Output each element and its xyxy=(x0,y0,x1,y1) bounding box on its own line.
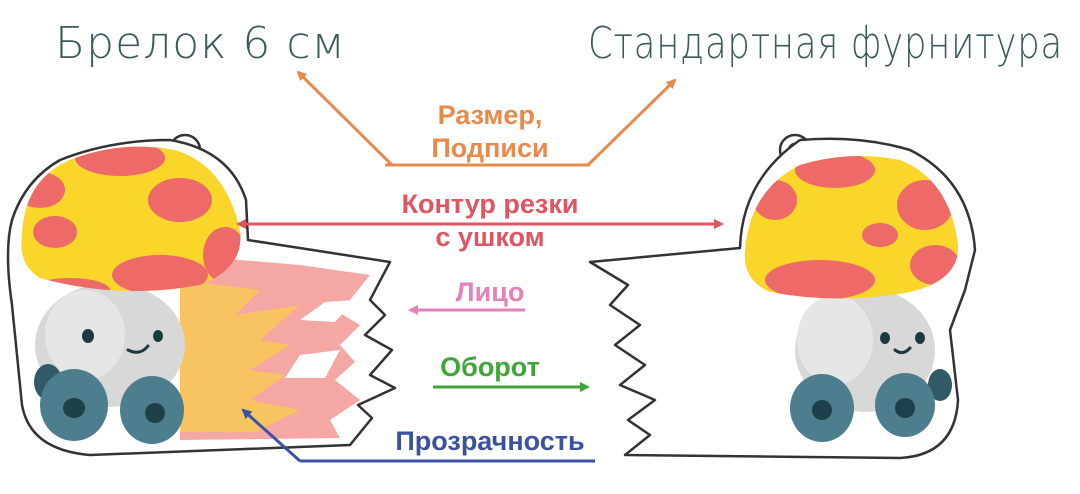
left-eye xyxy=(153,330,163,342)
left-eye xyxy=(82,329,94,343)
size-captions-label-line2: Подписи xyxy=(431,133,548,163)
right-mouth xyxy=(893,346,912,355)
transparency-tear-white xyxy=(285,350,340,378)
size-captions-label-line1: Размер, xyxy=(438,100,543,130)
face-label: Лицо xyxy=(456,277,525,307)
right-eye xyxy=(915,332,925,344)
right-wheel-hub xyxy=(895,398,915,418)
right-wheel-hub xyxy=(812,400,832,420)
right-mushroom-body-shade xyxy=(797,295,873,385)
cut-contour-label-line2: с ушком xyxy=(435,222,544,252)
transparency-arrow xyxy=(241,408,595,463)
left-wheel-hub xyxy=(63,398,85,418)
transparency-tear-yellow xyxy=(180,280,300,432)
transparency-label: Прозрачность xyxy=(395,426,584,456)
left-mouth xyxy=(126,344,150,354)
left-wheel-hub xyxy=(145,403,165,423)
keychain-size-label: Брелок 6 см xyxy=(55,18,346,69)
size-captions-arrows xyxy=(296,70,677,167)
back-label: Оборот xyxy=(440,352,540,382)
right-wheel-back xyxy=(928,369,952,401)
cut-contour-label-line1: Контур резки xyxy=(402,189,579,219)
transparency-tear-white xyxy=(300,300,355,322)
left-keychain-front xyxy=(6,133,397,457)
right-cap-spots xyxy=(753,156,959,299)
hardware-label: Стандартная фурнитура xyxy=(588,18,1063,69)
size-arrow-right xyxy=(586,78,677,167)
size-arrow-left xyxy=(296,70,394,167)
right-keychain-back xyxy=(588,133,977,460)
right-eye xyxy=(880,332,890,344)
